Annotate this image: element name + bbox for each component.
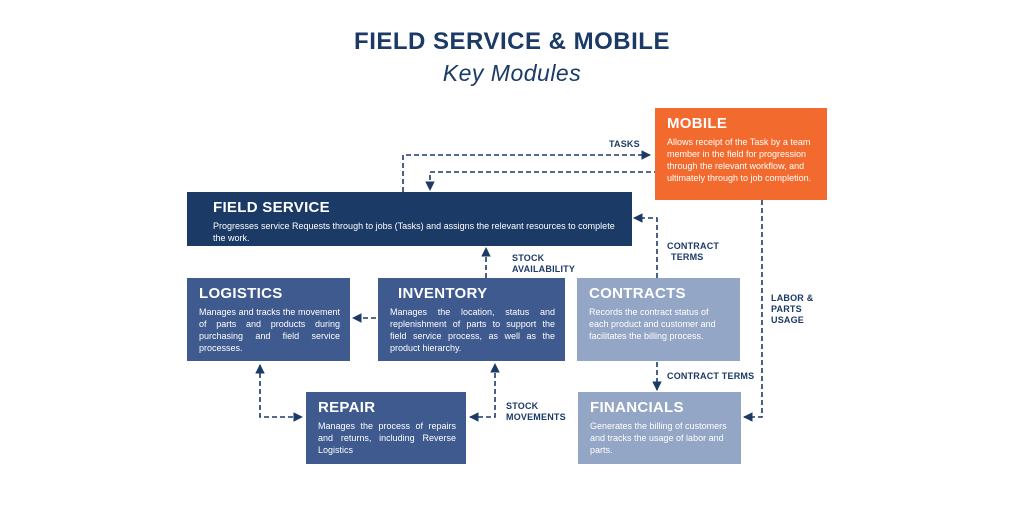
connector-tasks-out [402, 150, 651, 192]
page-subtitle: Key Modules [442, 60, 582, 86]
connector-stock-movements [469, 363, 500, 422]
label-labor-parts-line1: LABOR & [771, 293, 814, 303]
label-labor-parts-line3: USAGE [771, 315, 805, 325]
module-field-service-description: Progresses service Requests through to j… [213, 221, 615, 243]
label-stock-movements-line1: STOCK [506, 401, 539, 411]
label-contract-terms-top-line1: CONTRACT [667, 241, 720, 251]
module-mobile: MOBILE Allows receipt of the Task by a t… [655, 108, 827, 200]
module-logistics-title: LOGISTICS [199, 285, 283, 302]
connector-contract-terms-top [633, 213, 658, 278]
connector-labor-parts [743, 200, 763, 422]
module-mobile-title: MOBILE [667, 115, 728, 132]
module-contracts: CONTRACTS Records the contract status of… [577, 278, 740, 361]
connector-logistics-repair [255, 364, 303, 422]
module-field-service: FIELD SERVICE Progresses service Request… [187, 192, 632, 246]
label-stock-availability-line2: AVAILABILITY [512, 264, 576, 274]
module-financials-description: Generates the billing of customers and t… [590, 421, 727, 455]
module-mobile-description: Allows receipt of the Task by a team mem… [667, 137, 812, 183]
module-field-service-title: FIELD SERVICE [213, 199, 330, 216]
label-stock-movements-line2: MOVEMENTS [506, 412, 566, 422]
label-tasks: TASKS [609, 139, 640, 149]
module-repair-description: Manages the process of repairs and retur… [318, 421, 456, 455]
module-inventory-description: Manages the location, status and repleni… [390, 307, 555, 353]
module-logistics-description: Manages and tracks the movement of parts… [199, 307, 340, 353]
connector-mobile-return [425, 171, 681, 199]
module-contracts-description: Records the contract status of each prod… [589, 307, 716, 341]
module-inventory-title: INVENTORY [398, 285, 488, 302]
page-title: FIELD SERVICE & MOBILE [354, 28, 670, 55]
label-stock-movements: STOCK MOVEMENTS [506, 401, 566, 423]
label-stock-availability-line1: STOCK [512, 253, 545, 263]
module-financials: FINANCIALS Generates the billing of cust… [578, 392, 741, 464]
label-stock-availability: STOCK AVAILABILITY [512, 253, 575, 275]
module-contracts-title: CONTRACTS [589, 285, 686, 302]
module-financials-title: FINANCIALS [590, 399, 684, 416]
label-labor-parts-line2: PARTS [771, 304, 802, 314]
module-logistics: LOGISTICS Manages and tracks the movemen… [187, 278, 350, 361]
module-repair: REPAIR Manages the process of repairs an… [306, 392, 466, 464]
module-repair-title: REPAIR [318, 399, 376, 416]
label-contract-terms-top: CONTRACT TERMS [667, 241, 719, 263]
label-contract-terms-bottom: CONTRACT TERMS [667, 371, 755, 381]
module-inventory: INVENTORY Manages the location, status a… [378, 278, 565, 361]
label-labor-parts-usage: LABOR & PARTS USAGE [771, 293, 813, 326]
label-contract-terms-top-line2: TERMS [671, 252, 704, 262]
